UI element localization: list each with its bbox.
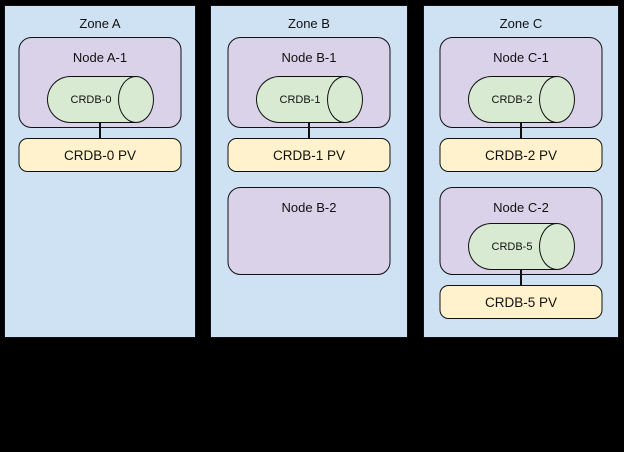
connector-line-b1-pv <box>308 122 310 138</box>
connector-line-c2-pv <box>520 270 522 285</box>
cylinder-cap <box>326 76 363 123</box>
crdb-2-disk-label: CRDB-2 <box>491 93 533 106</box>
node-b1-label: Node B-1 <box>281 50 337 65</box>
cylinder-cap <box>538 223 575 270</box>
zone-a-container: Zone A Node A-1 CRDB-0 CRDB-0 PV <box>4 5 196 338</box>
crdb-0-disk-icon: CRDB-0 <box>46 76 154 123</box>
crdb-5-pv-label: CRDB-5 PV <box>484 294 557 310</box>
connector-line-c1-pv <box>520 122 522 138</box>
zone-b-title: Zone B <box>288 16 330 31</box>
crdb-5-pv-box: CRDB-5 PV <box>439 285 603 319</box>
zone-a-title: Zone A <box>79 16 121 31</box>
zone-c-title: Zone C <box>499 16 543 31</box>
crdb-1-pv-box: CRDB-1 PV <box>227 138 391 172</box>
crdb-0-pv-box: CRDB-0 PV <box>18 138 182 172</box>
cylinder-cap <box>538 76 575 123</box>
crdb-1-disk-icon: CRDB-1 <box>255 76 363 123</box>
node-c2-box: Node C-2 CRDB-5 <box>439 187 603 275</box>
node-b2-box: Node B-2 <box>227 187 391 275</box>
crdb-0-disk-label: CRDB-0 <box>70 93 112 106</box>
cylinder-cap <box>117 76 154 123</box>
crdb-1-pv-label: CRDB-1 PV <box>272 147 345 163</box>
node-a1-label: Node A-1 <box>72 50 128 65</box>
node-b1-box: Node B-1 CRDB-1 <box>227 37 391 128</box>
zone-c-container: Zone C Node C-1 CRDB-2 CRDB-2 PV Node C-… <box>423 5 619 338</box>
crdb-0-pv-label: CRDB-0 PV <box>63 147 136 163</box>
zone-b-container: Zone B Node B-1 CRDB-1 CRDB-1 PV Node B-… <box>210 5 408 338</box>
node-a1-box: Node A-1 CRDB-0 <box>18 37 182 128</box>
node-c1-label: Node C-1 <box>493 50 549 65</box>
connector-line-a1-pv <box>99 122 101 138</box>
crdb-5-disk-label: CRDB-5 <box>491 240 533 253</box>
crdb-5-disk-icon: CRDB-5 <box>467 223 575 270</box>
node-c2-label: Node C-2 <box>493 200 549 215</box>
node-b2-label: Node B-2 <box>281 200 337 215</box>
crdb-1-disk-label: CRDB-1 <box>279 93 321 106</box>
node-c1-box: Node C-1 CRDB-2 <box>439 37 603 128</box>
crdb-2-disk-icon: CRDB-2 <box>467 76 575 123</box>
crdb-2-pv-box: CRDB-2 PV <box>439 138 603 172</box>
crdb-2-pv-label: CRDB-2 PV <box>484 147 557 163</box>
